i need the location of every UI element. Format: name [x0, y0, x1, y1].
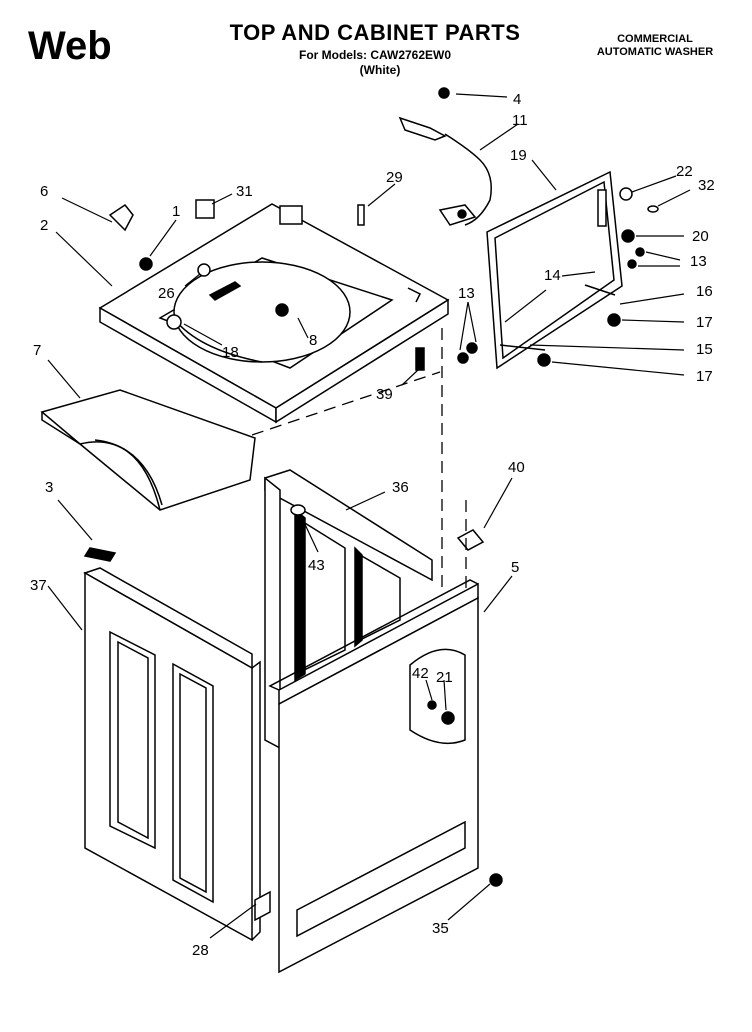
top-panel: [98, 203, 450, 424]
callout-32: 32: [698, 177, 715, 194]
models-line: For Models: CAW2762EW0: [298, 48, 452, 62]
callout-37: 37: [30, 577, 47, 594]
callout-13-hinge: 13: [458, 285, 475, 302]
callout-2: 2: [40, 217, 48, 234]
callout-18: 18: [222, 344, 239, 361]
callout-13-lid: 13: [690, 253, 707, 270]
rear-cabinet-frame: [264, 469, 433, 750]
callout-36: 36: [392, 479, 409, 496]
callout-7: 7: [33, 342, 41, 359]
callout-28: 28: [192, 942, 209, 959]
callout-3: 3: [45, 479, 53, 496]
callout-26: 26: [158, 285, 175, 302]
appliance-line-2: AUTOMATIC WASHER: [596, 46, 714, 58]
callout-4: 4: [513, 91, 521, 108]
leader-lines: [47, 93, 691, 939]
callout-39: 39: [376, 386, 393, 403]
callout-15: 15: [696, 341, 713, 358]
assembly-guide-lines: [251, 328, 467, 590]
callout-19: 19: [510, 147, 527, 164]
callout-17-upper: 17: [696, 314, 713, 331]
web-logo: Web: [28, 26, 112, 66]
appliance-line-1: COMMERCIAL: [617, 33, 693, 45]
color-line: (White): [359, 63, 401, 77]
callout-8: 8: [309, 332, 317, 349]
callout-17-lower: 17: [696, 368, 713, 385]
callout-11: 11: [512, 112, 528, 129]
callout-21: 21: [436, 669, 453, 686]
callout-5: 5: [511, 559, 519, 576]
callout-42: 42: [412, 665, 429, 682]
front-panel: [268, 579, 479, 974]
small-parts: [83, 87, 659, 922]
callout-40: 40: [508, 459, 525, 476]
callout-29: 29: [386, 169, 403, 186]
callout-1: 1: [172, 203, 180, 220]
page-title: TOP AND CABINET PARTS: [229, 20, 521, 45]
rear-trim-panel: [40, 389, 256, 511]
left-side-panel: [83, 567, 261, 942]
callout-labels: 1 2 3 4 5 6 7 8 11 13 13 14 15 16 17 17 …: [30, 91, 715, 959]
callout-16: 16: [696, 283, 713, 300]
lid-assembly: [486, 170, 623, 370]
lid-switch-harness: [398, 116, 492, 226]
callout-22: 22: [676, 163, 693, 180]
callout-14: 14: [544, 267, 561, 284]
callout-6: 6: [40, 183, 48, 200]
callout-20: 20: [692, 228, 709, 245]
callout-43: 43: [308, 557, 325, 574]
web-logo-text: Web: [28, 26, 112, 66]
callout-35: 35: [432, 920, 449, 937]
callout-31: 31: [236, 183, 253, 200]
